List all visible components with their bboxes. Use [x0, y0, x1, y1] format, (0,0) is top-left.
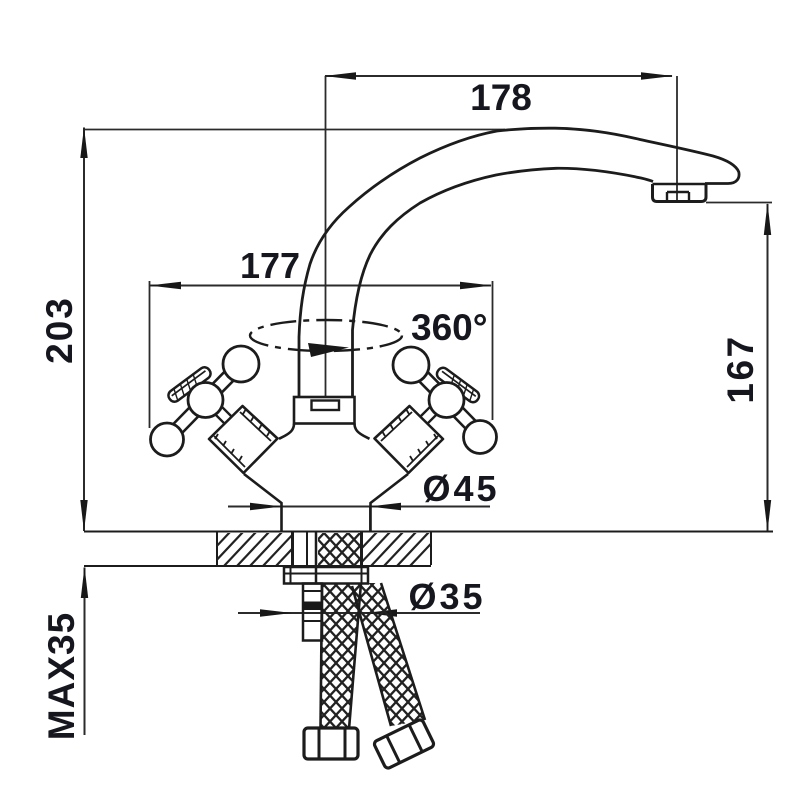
svg-text:203: 203 — [39, 296, 80, 364]
svg-text:167: 167 — [720, 334, 761, 403]
svg-text:177: 177 — [240, 245, 300, 286]
svg-text:178: 178 — [470, 77, 532, 118]
svg-text:Ø45: Ø45 — [422, 468, 499, 509]
svg-text:MAX35: MAX35 — [41, 612, 82, 740]
svg-text:Ø35: Ø35 — [408, 576, 485, 617]
svg-text:360°: 360° — [411, 307, 488, 348]
